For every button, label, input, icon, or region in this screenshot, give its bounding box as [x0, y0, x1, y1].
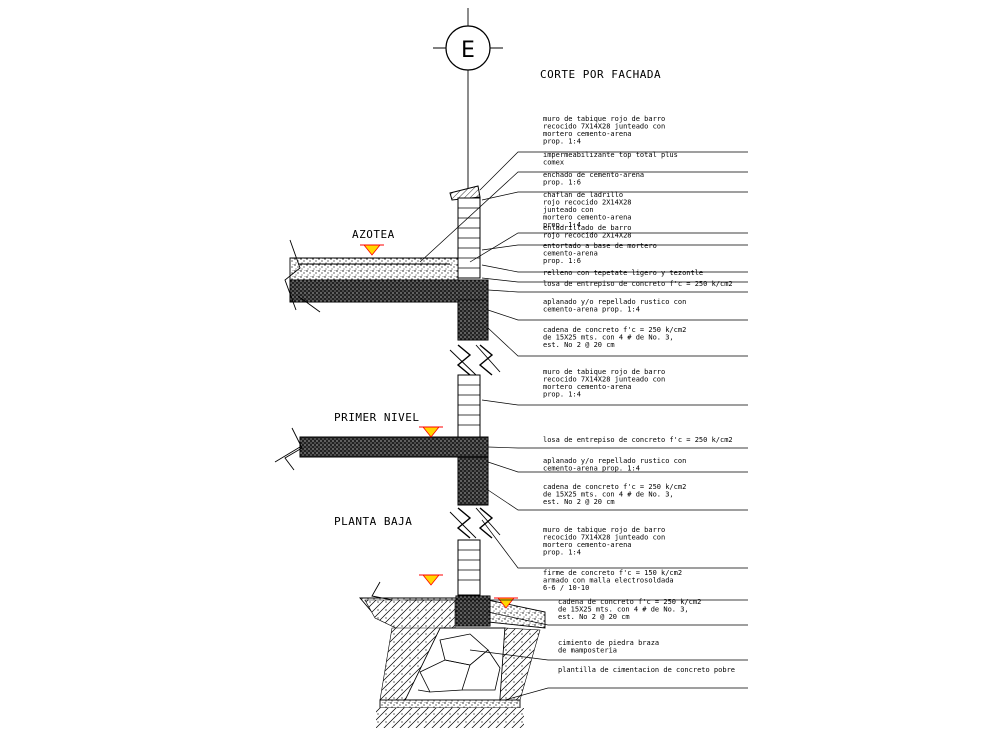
note-line: plantilla de cimentacion de concreto pob… [558, 666, 735, 674]
note-11: losa de entrepiso de concreto f'c = 250 … [543, 436, 733, 444]
note-line: cemento-arena prop. 1:4 [543, 306, 640, 314]
note-line: cimiento de piedra braza [558, 639, 659, 647]
note-line: cadena de concreto f'c = 250 k/cm2 [543, 326, 686, 334]
note-6: relleno con tepetate ligero y tezontle [543, 269, 703, 277]
axis-label: E [461, 38, 475, 63]
note-line: cadena de concreto f'c = 250 k/cm2 [543, 483, 686, 491]
note-line: losa de entrepiso de concreto f'c = 250 … [543, 280, 733, 288]
note-line: est. No 2 @ 20 cm [543, 341, 615, 349]
note-line: de mamposteria [558, 647, 617, 655]
note-line: enladrillado de barro [543, 224, 632, 232]
level-marker-icon [419, 426, 443, 438]
note-line: impermeabilizante top total plus [543, 151, 678, 159]
note-line: recocido 7X14X28 junteado con [543, 376, 665, 384]
note-line: prop. 1:6 [543, 179, 581, 187]
level-label-planta-baja: PLANTA BAJA [334, 515, 412, 528]
leader-lines [405, 151, 748, 701]
note-line: entortado a base de mortero [543, 242, 657, 250]
note-line: losa de entrepiso de concreto f'c = 250 … [543, 436, 733, 444]
wall-section [274, 185, 546, 728]
note-line: cadena de concreto f'c = 250 k/cm2 [558, 598, 701, 606]
note-line: prop. 1:6 [543, 257, 581, 265]
note-line: cemento-arena [543, 250, 598, 258]
note-line: mortero cemento-arena [543, 383, 632, 391]
note-line: muro de tabique rojo de barro [543, 368, 665, 376]
note-line: rojo recocido 2X14X28 [543, 199, 632, 207]
note-7: losa de entrepiso de concreto f'c = 250 … [543, 280, 733, 288]
note-line: est. No 2 @ 20 cm [543, 498, 615, 506]
note-line: prop. 1:4 [543, 549, 581, 557]
note-line: armado con malla electrosoldada [543, 577, 674, 585]
note-18: plantilla de cimentacion de concreto pob… [558, 666, 735, 674]
level-marker-icon [419, 574, 443, 586]
note-line: de 15X25 mts. con 4 # de No. 3, [543, 334, 674, 342]
note-line: 6-6 / 10-10 [543, 584, 589, 592]
level-label-primer-nivel: PRIMER NIVEL [334, 411, 419, 424]
note-line: firme de concreto f'c = 150 k/cm2 [543, 569, 682, 577]
note-line: mortero cemento-arena [543, 541, 632, 549]
note-line: aplanado y/o repellado rustico con [543, 457, 686, 465]
note-line: junteado con [543, 206, 594, 214]
note-line: recocido 7X14X28 junteado con [543, 123, 665, 131]
note-line: muro de tabique rojo de barro [543, 115, 665, 123]
note-line: de 15X25 mts. con 4 # de No. 3, [558, 606, 689, 614]
drawing-title: CORTE POR FACHADA [540, 68, 661, 81]
axis-marker: E [433, 8, 503, 190]
level-marker-icon [360, 244, 384, 256]
note-line: comex [543, 159, 564, 167]
level-marker-icon [494, 597, 518, 609]
note-line: rojo recocido 2X14X28 [543, 232, 632, 240]
note-line: prop. 1:4 [543, 221, 581, 229]
note-line: mortero cemento-arena [543, 214, 632, 222]
note-line: est. No 2 @ 20 cm [558, 613, 630, 621]
note-line: aplanado y/o repellado rustico con [543, 298, 686, 306]
level-markers: AZOTEA PRIMER NIVEL PLANTA BAJA [334, 228, 518, 609]
note-line: recocido 7X14X28 junteado con [543, 534, 665, 542]
note-line: de 15X25 mts. con 4 # de No. 3, [543, 491, 674, 499]
note-line: prop. 1:4 [543, 138, 581, 146]
note-line: cemento-arena prop. 1:4 [543, 465, 640, 473]
note-line: chaflan de ladrillo [543, 191, 623, 199]
note-line: mortero cemento-arena [543, 130, 632, 138]
note-line: relleno con tepetate ligero y tezontle [543, 269, 703, 277]
note-line: enchado de cemento-arena [543, 171, 644, 179]
note-line: muro de tabique rojo de barro [543, 526, 665, 534]
level-label-azotea: AZOTEA [352, 228, 395, 241]
note-line: prop. 1:4 [543, 391, 581, 399]
